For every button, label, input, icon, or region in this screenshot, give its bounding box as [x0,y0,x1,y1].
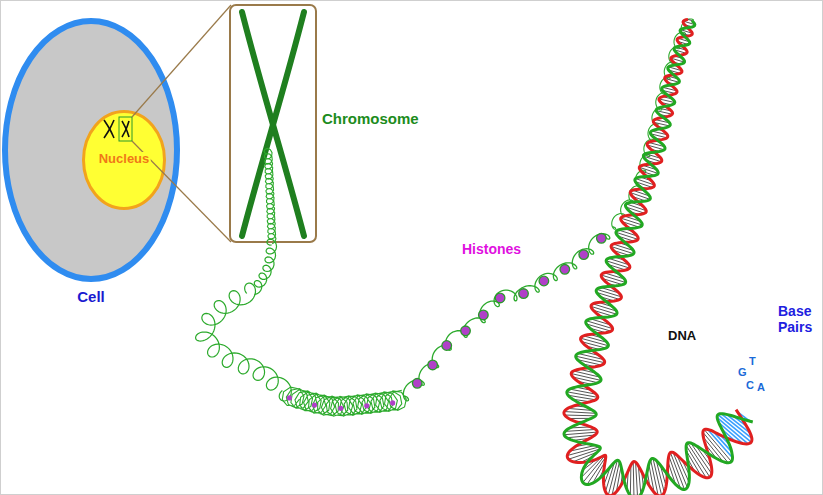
histone-bead [560,265,570,275]
histone-beads [287,233,606,410]
dna-helix [564,19,753,495]
structure-label: Chromosome [322,110,419,127]
histone-bead [597,233,607,243]
histone-bead [338,406,343,411]
structure-label: DNA [668,329,696,344]
chromatin-strand [403,234,609,401]
nucleus-label: Nucleus [98,152,151,167]
dna-strand [564,21,753,495]
histone-bead [539,276,549,286]
cell-node: CellNucleus [2,18,180,282]
histone-bead [364,403,369,408]
structure-label: Base Pairs [778,303,822,335]
histone-bead [390,400,395,405]
histone-bead [495,293,505,303]
base-pair-rung [565,415,596,417]
zoom-marker [119,117,132,141]
zoom-line [132,5,231,117]
chromosome-symbol [122,121,129,137]
base-letter: T [749,355,756,368]
chromosome-symbol [122,121,129,137]
base-pair-rung [564,432,597,435]
base-pair-rung [688,19,692,20]
chromosome-symbol [104,120,114,138]
nucleus-outline [84,112,165,209]
chromatin-strand [196,283,292,401]
chromatin-strand [264,148,276,243]
histone-bead [287,395,292,400]
histone-bead [312,402,317,407]
chromosome-symbol [104,120,114,138]
base-pair-rung [636,462,638,495]
base-pair-rung [633,462,635,495]
histone-bead [442,341,452,351]
chromatin-strand [282,387,406,416]
cell-label: Cell [76,288,106,305]
cell-outline [5,21,177,279]
histone-bead [579,250,589,260]
dna-strand [564,19,752,495]
structure-label: Histones [462,241,521,257]
base-letter: G [738,366,747,379]
histone-bead [479,310,489,320]
base-pair-rung [564,412,596,414]
histone-bead [461,326,471,336]
base-pair-rung [565,429,596,431]
base-pair-rung [670,453,684,490]
histone-bead [519,289,529,299]
base-letter: C [746,379,754,392]
base-letter: A [757,381,765,394]
histone-bead [412,378,422,388]
nucleus-chromosomes [104,5,231,242]
nucleus-node: Nucleus [82,110,166,210]
chromatin-strand [254,239,276,294]
chromatin-fiber [196,19,694,416]
chromatin-strand [612,19,694,229]
histone-bead [428,360,438,370]
